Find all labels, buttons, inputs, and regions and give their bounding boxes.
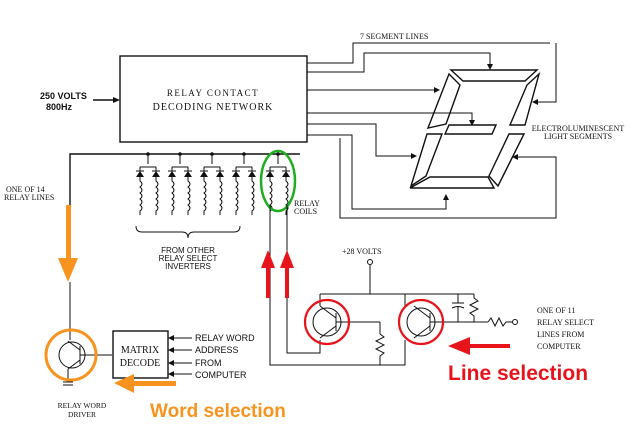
relay-lines-label-line2: RELAY LINES [4, 193, 54, 202]
line-select-transistor-2-highlight [397, 298, 445, 346]
source-voltage-label: 250 VOLTS [40, 91, 87, 101]
diode-icon [184, 171, 192, 177]
segment-wires [307, 42, 557, 219]
word-selection-down-arrow-shaft [66, 205, 71, 260]
coil-winding [269, 154, 289, 215]
relay-coils-label-line2: COILS [294, 207, 317, 216]
source-frequency-label: 800Hz [46, 102, 73, 112]
relay-lines-label-line1: ONE OF 14 [6, 185, 45, 194]
supply-label: +28 VOLTS [342, 247, 381, 256]
address-input-arrows [168, 335, 192, 377]
bus-junction [178, 152, 182, 156]
input-filter [451, 294, 518, 328]
address-label-2: ADDRESS [195, 345, 239, 355]
bus-junction [242, 152, 246, 156]
coil-winding [235, 154, 255, 215]
selected-relay-highlight [259, 149, 297, 213]
segments-label-line2: LIGHT SEGMENTS [544, 132, 612, 141]
coil-current-arrows [261, 250, 294, 298]
diode-icon [216, 171, 224, 177]
line-select-transistor-1-highlight [303, 298, 351, 346]
diode-icon [248, 171, 256, 177]
bus-junction [146, 152, 150, 156]
relay-coil-pair [232, 152, 256, 215]
diode-icon [200, 171, 208, 177]
relay-coil-pair [168, 152, 192, 215]
segments-label-line1: ELECTROLUMINESCENT [532, 124, 625, 133]
relay-coil-array [136, 152, 290, 215]
address-label-4: COMPUTER [195, 370, 247, 380]
word-selection-arrow-shaft [128, 381, 176, 386]
diode-icon [266, 171, 274, 177]
transistor-2-symbol [406, 305, 488, 339]
diode-icon [136, 171, 144, 177]
source-arrowhead [113, 97, 120, 103]
relay-coil-pair [136, 152, 160, 215]
coil-winding [203, 154, 223, 215]
bus-junction [276, 152, 280, 156]
inverters-label-line1: FROM OTHER [161, 246, 215, 255]
base-resistor [374, 333, 386, 365]
matrix-decode-line2: DECODE [120, 358, 161, 369]
word-selection-arrowhead [114, 374, 134, 393]
driver-label-line1: RELAY WORD [58, 401, 107, 410]
transistor-1-symbol [312, 305, 380, 339]
coil-wire-2 [286, 205, 321, 354]
address-label-3: FROM [195, 358, 222, 368]
select-lines-label-1: ONE OF 11 [537, 306, 575, 315]
diode-icon [168, 171, 176, 177]
inverters-label-line3: INVERTERS [165, 262, 211, 271]
line-selection-annotation: Line selection [448, 362, 588, 385]
diode-icon [232, 171, 240, 177]
select-lines-label-2: RELAY SELECT [537, 318, 594, 327]
inverters-brace [135, 225, 241, 239]
line-selection-arrow-shaft [464, 344, 510, 348]
inverters-label-line2: RELAY SELECT [159, 254, 218, 263]
coil-winding [139, 154, 159, 215]
matrix-decode-box [112, 330, 169, 379]
select-lines-label-3: LINES FROM [537, 330, 584, 339]
relay-coil-pair [266, 152, 290, 215]
relay-coil-pair [200, 152, 224, 215]
diode-icon [152, 171, 160, 177]
seven-segment-display [409, 69, 541, 189]
driver-label-line2: DRIVER [68, 410, 96, 419]
coil-winding [171, 154, 191, 215]
relay-coils-label-line1: RELAY [294, 199, 320, 208]
address-label-1: RELAY WORD [195, 333, 255, 343]
supply-terminal [367, 259, 373, 265]
diode-icon [282, 171, 290, 177]
decoder-title-line2: DECODING NETWORK [153, 102, 274, 113]
matrix-decode-line1: MATRIX [121, 345, 160, 356]
word-driver-highlight [44, 328, 98, 382]
decoder-title-line1: RELAY CONTACT [167, 88, 259, 98]
word-selection-annotation: Word selection [150, 401, 286, 422]
bus-junction [210, 152, 214, 156]
segment-lines-label: 7 SEGMENT LINES [360, 32, 428, 41]
select-lines-label-4: COMPUTER [537, 342, 581, 351]
line-selection-arrowhead [448, 337, 470, 355]
word-selection-down-arrowhead [58, 258, 78, 282]
relay-contact-decoding-network-box [119, 55, 308, 143]
